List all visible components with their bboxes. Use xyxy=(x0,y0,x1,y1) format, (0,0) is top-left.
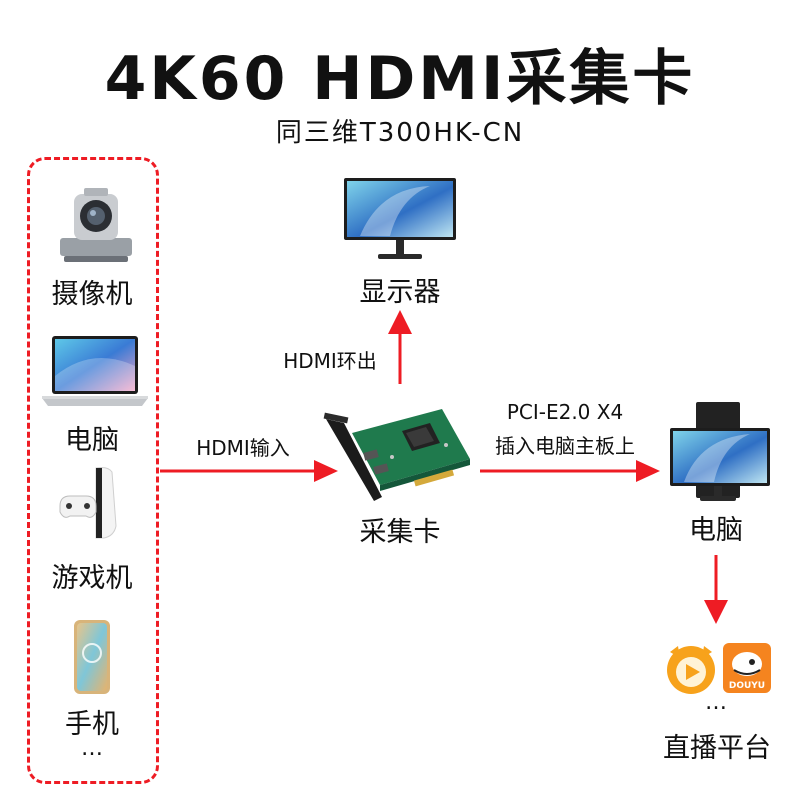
sources-more-ellipsis: … xyxy=(81,736,103,761)
capture-card-label: 采集卡 xyxy=(359,517,441,548)
phone-label: 手机 xyxy=(65,709,119,740)
ptz-camera-icon xyxy=(60,188,132,262)
monitor-icon xyxy=(344,178,456,259)
desktop-pc-icon xyxy=(670,402,770,501)
smartphone-icon xyxy=(74,620,110,694)
douyu-logo-text: DOUYU xyxy=(729,681,765,691)
laptop-icon xyxy=(42,336,148,406)
huya-logo-icon xyxy=(667,646,715,694)
pc-label: 电脑 xyxy=(689,515,743,546)
laptop-label: 电脑 xyxy=(65,425,119,456)
pcie-label-line2: 插入电脑主板上 xyxy=(495,434,635,458)
page-subtitle: 同三维T300HK-CN xyxy=(275,118,525,148)
hdmi-input-label: HDMI输入 xyxy=(196,436,290,460)
hdmi-loop-label: HDMI环出 xyxy=(283,349,377,373)
stream-arrow xyxy=(704,555,728,624)
hdmi-input-arrow xyxy=(160,460,338,482)
hdmi-loop-arrow xyxy=(388,310,412,384)
monitor-label: 显示器 xyxy=(359,277,441,308)
platform-more-ellipsis: … xyxy=(705,690,727,715)
console-label: 游戏机 xyxy=(51,563,133,594)
platform-label: 直播平台 xyxy=(663,733,771,764)
camera-label: 摄像机 xyxy=(51,279,133,310)
pcie-arrow xyxy=(480,460,660,482)
source-devices-box xyxy=(27,157,159,784)
douyu-logo-icon: DOUYU xyxy=(723,643,771,693)
pcie-label-line1: PCI-E2.0 X4 xyxy=(506,400,624,424)
game-console-icon xyxy=(59,467,117,539)
page-title: 4K60 HDMI采集卡 xyxy=(104,44,696,114)
capture-card-icon xyxy=(323,409,470,501)
